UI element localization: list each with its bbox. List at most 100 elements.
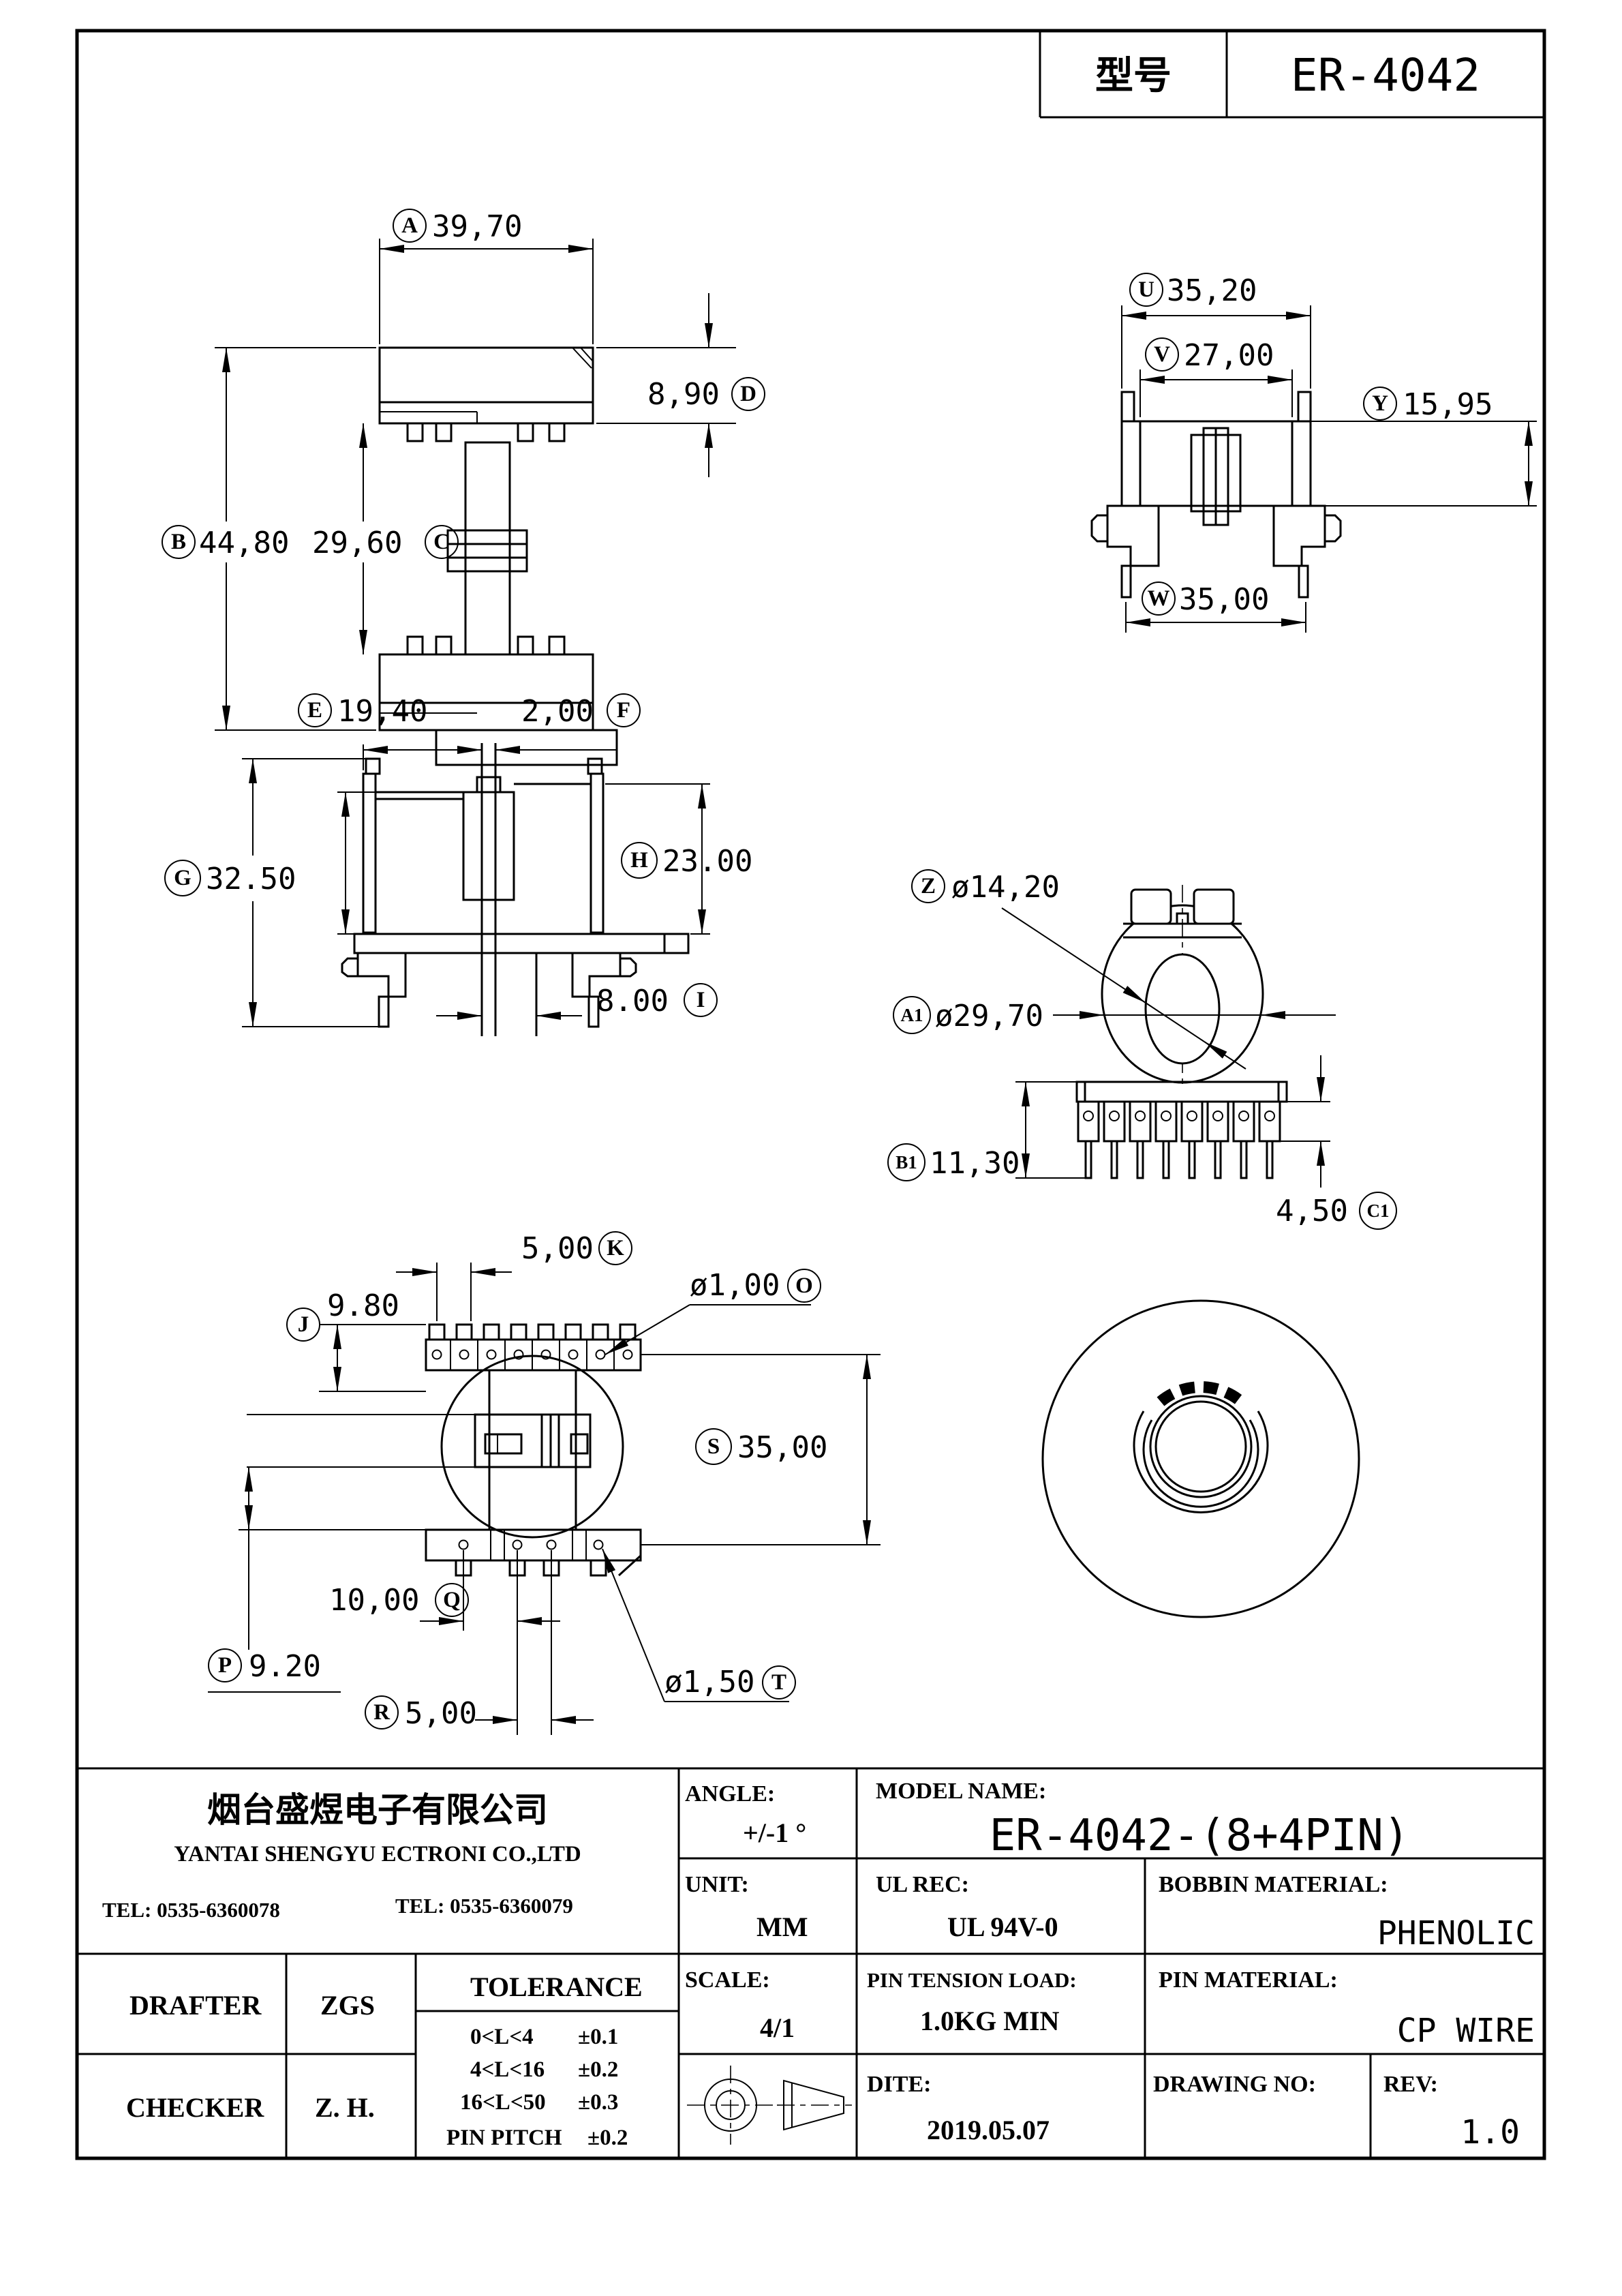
- dim-F: 2,00 F: [495, 693, 641, 754]
- dim-Z: Z ø14,20: [911, 869, 1246, 1070]
- dim-W: W 35,00: [1125, 581, 1306, 633]
- drafter-label: DRAFTER: [129, 1990, 262, 2021]
- balloon-I: I: [697, 988, 705, 1012]
- balloon-J: J: [298, 1312, 309, 1337]
- bottom-header-teeth: [455, 1559, 607, 1577]
- checker-value: Z. H.: [315, 2092, 375, 2123]
- angle-cell: ANGLE: +/-1 °: [685, 1781, 806, 1848]
- dim-B1: B1 11,30: [887, 1081, 1086, 1181]
- balloon-P: P: [218, 1653, 232, 1678]
- dim-W-value: 35,00: [1179, 582, 1269, 617]
- model-name-cell: MODEL NAME: ER-4042-(8+4PIN): [876, 1779, 1409, 1861]
- balloon-V: V: [1154, 342, 1170, 367]
- tolerance-value-1: ±0.2: [578, 2057, 618, 2082]
- tolerance-value-2: ±0.3: [578, 2090, 618, 2115]
- balloon-U: U: [1138, 277, 1154, 302]
- pin-material-cell: PIN MATERIAL: CP WIRE: [1159, 1967, 1535, 2050]
- tolerance-range-3: PIN PITCH: [446, 2126, 562, 2150]
- title-block: 烟台盛煜电子有限公司 YANTAI SHENGYU ECTRONI CO.,LT…: [77, 1767, 1544, 2158]
- date-cell: DITE: 2019.05.07: [867, 2072, 1050, 2145]
- drawing-no-cell: DRAWING NO:: [1153, 2072, 1316, 2097]
- dim-Y: Y 15,95: [1311, 387, 1537, 507]
- dim-O: ø1,00 O: [605, 1268, 821, 1355]
- balloon-C1: C1: [1367, 1200, 1390, 1221]
- side-view-left: E 19,40 2,00 F G 32.50 H: [164, 693, 752, 1036]
- bobbin-material-cell: BOBBIN MATERIAL: PHENOLIC: [1159, 1872, 1535, 1952]
- pin-tension-value: 1.0KG MIN: [920, 2006, 1060, 2036]
- company-tel-2: TEL: 0535-6360079: [395, 1894, 573, 1918]
- tolerance-label: TOLERANCE: [470, 1972, 643, 2002]
- pin-tension-label: PIN TENSION LOAD:: [867, 1968, 1077, 1992]
- dim-A-value: 39,70: [432, 209, 522, 244]
- balloon-F: F: [617, 698, 630, 723]
- dim-E: E 19,40: [298, 693, 482, 770]
- front-view: A 39,70 B 44,80 29,60 C 8,90 D: [162, 209, 765, 766]
- dim-K-value: 5,00: [521, 1231, 594, 1266]
- dim-C-value: 29,60: [312, 526, 402, 560]
- scale-value: 4/1: [760, 2012, 795, 2043]
- tolerance-range-0: 0<L<4: [470, 2025, 534, 2049]
- balloon-A1: A1: [901, 1005, 923, 1025]
- dim-I-value: 8.00: [596, 984, 669, 1018]
- balloon-R: R: [373, 1700, 391, 1725]
- sheet-border: [75, 29, 1546, 2160]
- tolerance-range-1: 4<L<16: [470, 2057, 545, 2082]
- ul-label: UL REC:: [876, 1872, 969, 1897]
- dim-V-value: 27,00: [1184, 338, 1274, 373]
- dim-O-value: ø1,00: [690, 1268, 780, 1303]
- dim-E-value: 19,40: [337, 694, 427, 729]
- balloon-D: D: [740, 382, 756, 406]
- dim-Q-value: 10,00: [329, 1583, 419, 1618]
- dim-C: 29,60 C: [312, 423, 459, 654]
- company-cell: 烟台盛煜电子有限公司 YANTAI SHENGYU ECTRONI CO.,LT…: [102, 1791, 581, 1922]
- rev-cell: REV: 1.0: [1383, 2072, 1520, 2151]
- dim-A1-value: ø29,70: [935, 999, 1043, 1033]
- balloon-Y: Y: [1372, 391, 1388, 416]
- checker-cell: CHECKER Z. H.: [126, 2092, 375, 2123]
- balloon-K: K: [607, 1236, 624, 1260]
- rev-label: REV:: [1383, 2072, 1438, 2097]
- dim-J: J 9.80: [286, 1288, 426, 1392]
- tolerance-value-3: ±0.2: [587, 2126, 628, 2150]
- dim-T: ø1,50 T: [602, 1548, 796, 1702]
- dim-D-value: 8,90: [647, 377, 720, 412]
- pin-material-value: CP WIRE: [1397, 2012, 1535, 2050]
- dim-T-value: ø1,50: [664, 1665, 754, 1700]
- balloon-C: C: [433, 530, 450, 554]
- dim-B: B 44,80: [162, 347, 376, 731]
- ul-cell: UL REC: UL 94V-0: [876, 1872, 1058, 1942]
- dim-G-value: 32.50: [206, 862, 296, 896]
- dim-Y-value: 15,95: [1403, 387, 1493, 422]
- balloon-T: T: [771, 1670, 786, 1695]
- balloon-B1: B1: [896, 1152, 917, 1173]
- pin-tension-cell: PIN TENSION LOAD: 1.0KG MIN: [867, 1968, 1077, 2036]
- angle-label: ANGLE:: [685, 1781, 775, 1807]
- dim-S: S 35,00: [641, 1354, 881, 1545]
- balloon-O: O: [795, 1273, 813, 1298]
- top-view: J 9.80 5,00 K ø1,00 O S 35,00: [208, 1231, 881, 1735]
- pin-material-label: PIN MATERIAL:: [1159, 1967, 1338, 1993]
- scale-cell: SCALE: 4/1: [685, 1967, 795, 2043]
- drawing-no-label: DRAWING NO:: [1153, 2072, 1316, 2097]
- bobbin-material-value: PHENOLIC: [1377, 1914, 1535, 1952]
- model-box-label: 型号: [1095, 54, 1172, 97]
- dim-Z-value: ø14,20: [951, 870, 1060, 905]
- dim-R-value: 5,00: [405, 1696, 477, 1731]
- ul-value: UL 94V-0: [947, 1912, 1058, 1942]
- company-name-en: YANTAI SHENGYU ECTRONI CO.,LTD: [174, 1842, 581, 1867]
- core-pin-row: [1077, 1100, 1281, 1179]
- dim-P-value: 9.20: [249, 1649, 321, 1684]
- dim-C1: 4,50 C1: [1276, 1055, 1397, 1230]
- top-header-teeth: [428, 1323, 637, 1341]
- bobbin-material-label: BOBBIN MATERIAL:: [1159, 1872, 1388, 1897]
- dim-S-value: 35,00: [737, 1430, 827, 1465]
- dim-P: P 9.20: [208, 1467, 341, 1693]
- company-name-cn: 烟台盛煜电子有限公司: [207, 1791, 548, 1829]
- dim-inner: [337, 791, 376, 935]
- balloon-S: S: [707, 1434, 720, 1459]
- balloon-H: H: [630, 848, 648, 873]
- balloon-G: G: [174, 866, 192, 890]
- balloon-Q: Q: [443, 1588, 461, 1612]
- dim-C1-value: 4,50: [1276, 1194, 1348, 1228]
